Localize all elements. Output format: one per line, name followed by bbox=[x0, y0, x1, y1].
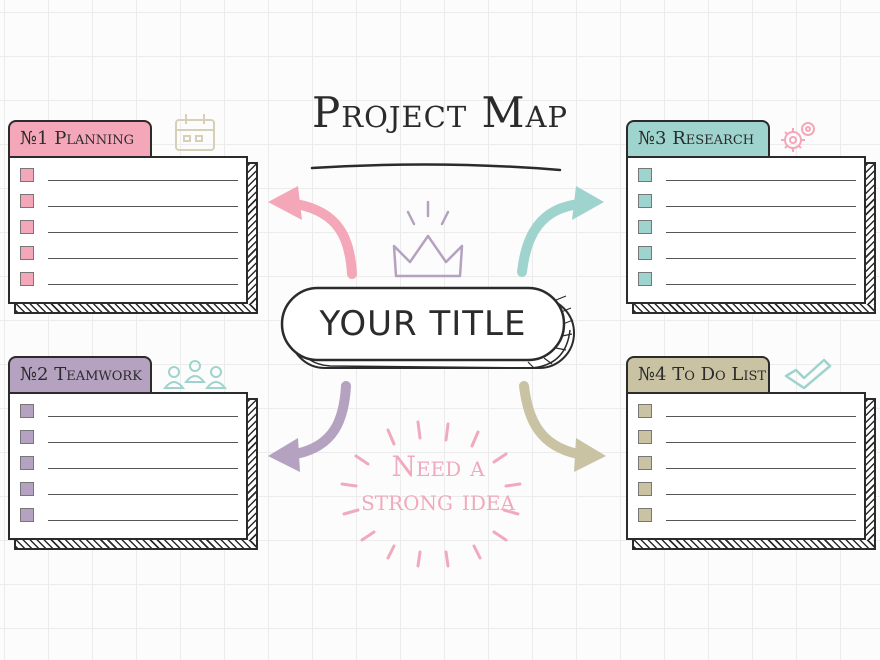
card-edge bbox=[14, 540, 258, 550]
panel-planning: №1 Planning bbox=[8, 120, 260, 320]
team-icon bbox=[162, 360, 228, 389]
checklist-item bbox=[638, 246, 856, 260]
checklist-card bbox=[8, 392, 248, 540]
write-line bbox=[48, 206, 238, 207]
checklist-item bbox=[20, 220, 238, 234]
checklist-item bbox=[638, 404, 856, 418]
checklist-item bbox=[638, 220, 856, 234]
checklist-card bbox=[626, 156, 866, 304]
checklist-item bbox=[638, 168, 856, 182]
checkbox[interactable] bbox=[638, 168, 652, 182]
checkbox[interactable] bbox=[638, 482, 652, 496]
write-line bbox=[666, 494, 856, 495]
checkbox[interactable] bbox=[20, 508, 34, 522]
idea-line-2: strong idea bbox=[361, 483, 515, 517]
tab-teamwork[interactable]: №2 Teamwork bbox=[8, 356, 152, 392]
page-title: Project Map bbox=[311, 88, 568, 137]
checkbox[interactable] bbox=[638, 194, 652, 208]
panel-teamwork: №2 Teamwork bbox=[8, 356, 260, 556]
arrow-to-research bbox=[517, 186, 604, 277]
tab-planning[interactable]: №1 Planning bbox=[8, 120, 152, 156]
arrow-to-planning bbox=[268, 186, 357, 279]
checklist-item bbox=[20, 272, 238, 286]
center-title[interactable]: YOUR TITLE bbox=[319, 304, 527, 344]
arrow-to-teamwork bbox=[268, 381, 351, 472]
checkbox[interactable] bbox=[638, 508, 652, 522]
checklist-item bbox=[638, 482, 856, 496]
checkbox[interactable] bbox=[20, 456, 34, 470]
write-line bbox=[666, 206, 856, 207]
checkbox[interactable] bbox=[638, 246, 652, 260]
checkbox[interactable] bbox=[20, 482, 34, 496]
checklist-item bbox=[20, 456, 238, 470]
gears-icon bbox=[781, 122, 815, 152]
checkbox[interactable] bbox=[20, 220, 34, 234]
write-line bbox=[48, 232, 238, 233]
checkbox[interactable] bbox=[638, 430, 652, 444]
checklist-item bbox=[20, 246, 238, 260]
write-line bbox=[48, 416, 238, 417]
write-line bbox=[48, 520, 238, 521]
checkbox[interactable] bbox=[20, 246, 34, 260]
calendar-icon bbox=[175, 114, 215, 151]
card-edge bbox=[866, 162, 876, 312]
checklist-item bbox=[20, 482, 238, 496]
card-edge bbox=[248, 162, 258, 312]
card-edge bbox=[248, 398, 258, 548]
write-line bbox=[666, 180, 856, 181]
write-line bbox=[666, 520, 856, 521]
checklist-item bbox=[20, 194, 238, 208]
idea-line-1: Need a bbox=[391, 450, 485, 483]
card-edge bbox=[866, 398, 876, 548]
write-line bbox=[48, 258, 238, 259]
write-line bbox=[48, 180, 238, 181]
checklist-item bbox=[20, 508, 238, 522]
checklist-item bbox=[638, 272, 856, 286]
idea-sunburst bbox=[340, 420, 522, 568]
checkbox[interactable] bbox=[638, 272, 652, 286]
checkbox[interactable] bbox=[638, 456, 652, 470]
checkbox[interactable] bbox=[638, 220, 652, 234]
write-line bbox=[48, 468, 238, 469]
card-edge bbox=[632, 304, 876, 314]
write-line bbox=[666, 258, 856, 259]
card-edge bbox=[632, 540, 876, 550]
checklist-item bbox=[638, 430, 856, 444]
checkmark-icon bbox=[784, 358, 832, 390]
checkbox[interactable] bbox=[20, 194, 34, 208]
write-line bbox=[666, 442, 856, 443]
write-line bbox=[666, 416, 856, 417]
write-line bbox=[48, 284, 238, 285]
write-line bbox=[666, 468, 856, 469]
checkbox[interactable] bbox=[20, 272, 34, 286]
checklist-card bbox=[8, 156, 248, 304]
checkbox[interactable] bbox=[20, 430, 34, 444]
checkbox[interactable] bbox=[638, 404, 652, 418]
checklist-item bbox=[20, 168, 238, 182]
checklist-item bbox=[20, 404, 238, 418]
idea-callout: Need a strong idea bbox=[338, 450, 538, 517]
write-line bbox=[666, 284, 856, 285]
crown-icon bbox=[392, 200, 464, 278]
checklist-item bbox=[638, 194, 856, 208]
write-line bbox=[666, 232, 856, 233]
write-line bbox=[48, 442, 238, 443]
title-underline bbox=[310, 163, 562, 172]
card-edge bbox=[14, 304, 258, 314]
panel-todo: №4 To Do List bbox=[626, 356, 878, 556]
checklist-card bbox=[626, 392, 866, 540]
tab-research[interactable]: №3 Research bbox=[626, 120, 770, 156]
write-line bbox=[48, 494, 238, 495]
tab-todo[interactable]: №4 To Do List bbox=[626, 356, 770, 392]
checkbox[interactable] bbox=[20, 168, 34, 182]
panel-research: №3 Research bbox=[626, 120, 878, 320]
checkbox[interactable] bbox=[20, 404, 34, 418]
checklist-item bbox=[20, 430, 238, 444]
center-pill bbox=[280, 286, 575, 369]
checklist-item bbox=[638, 508, 856, 522]
checklist-item bbox=[638, 456, 856, 470]
arrow-to-todo bbox=[519, 381, 606, 472]
